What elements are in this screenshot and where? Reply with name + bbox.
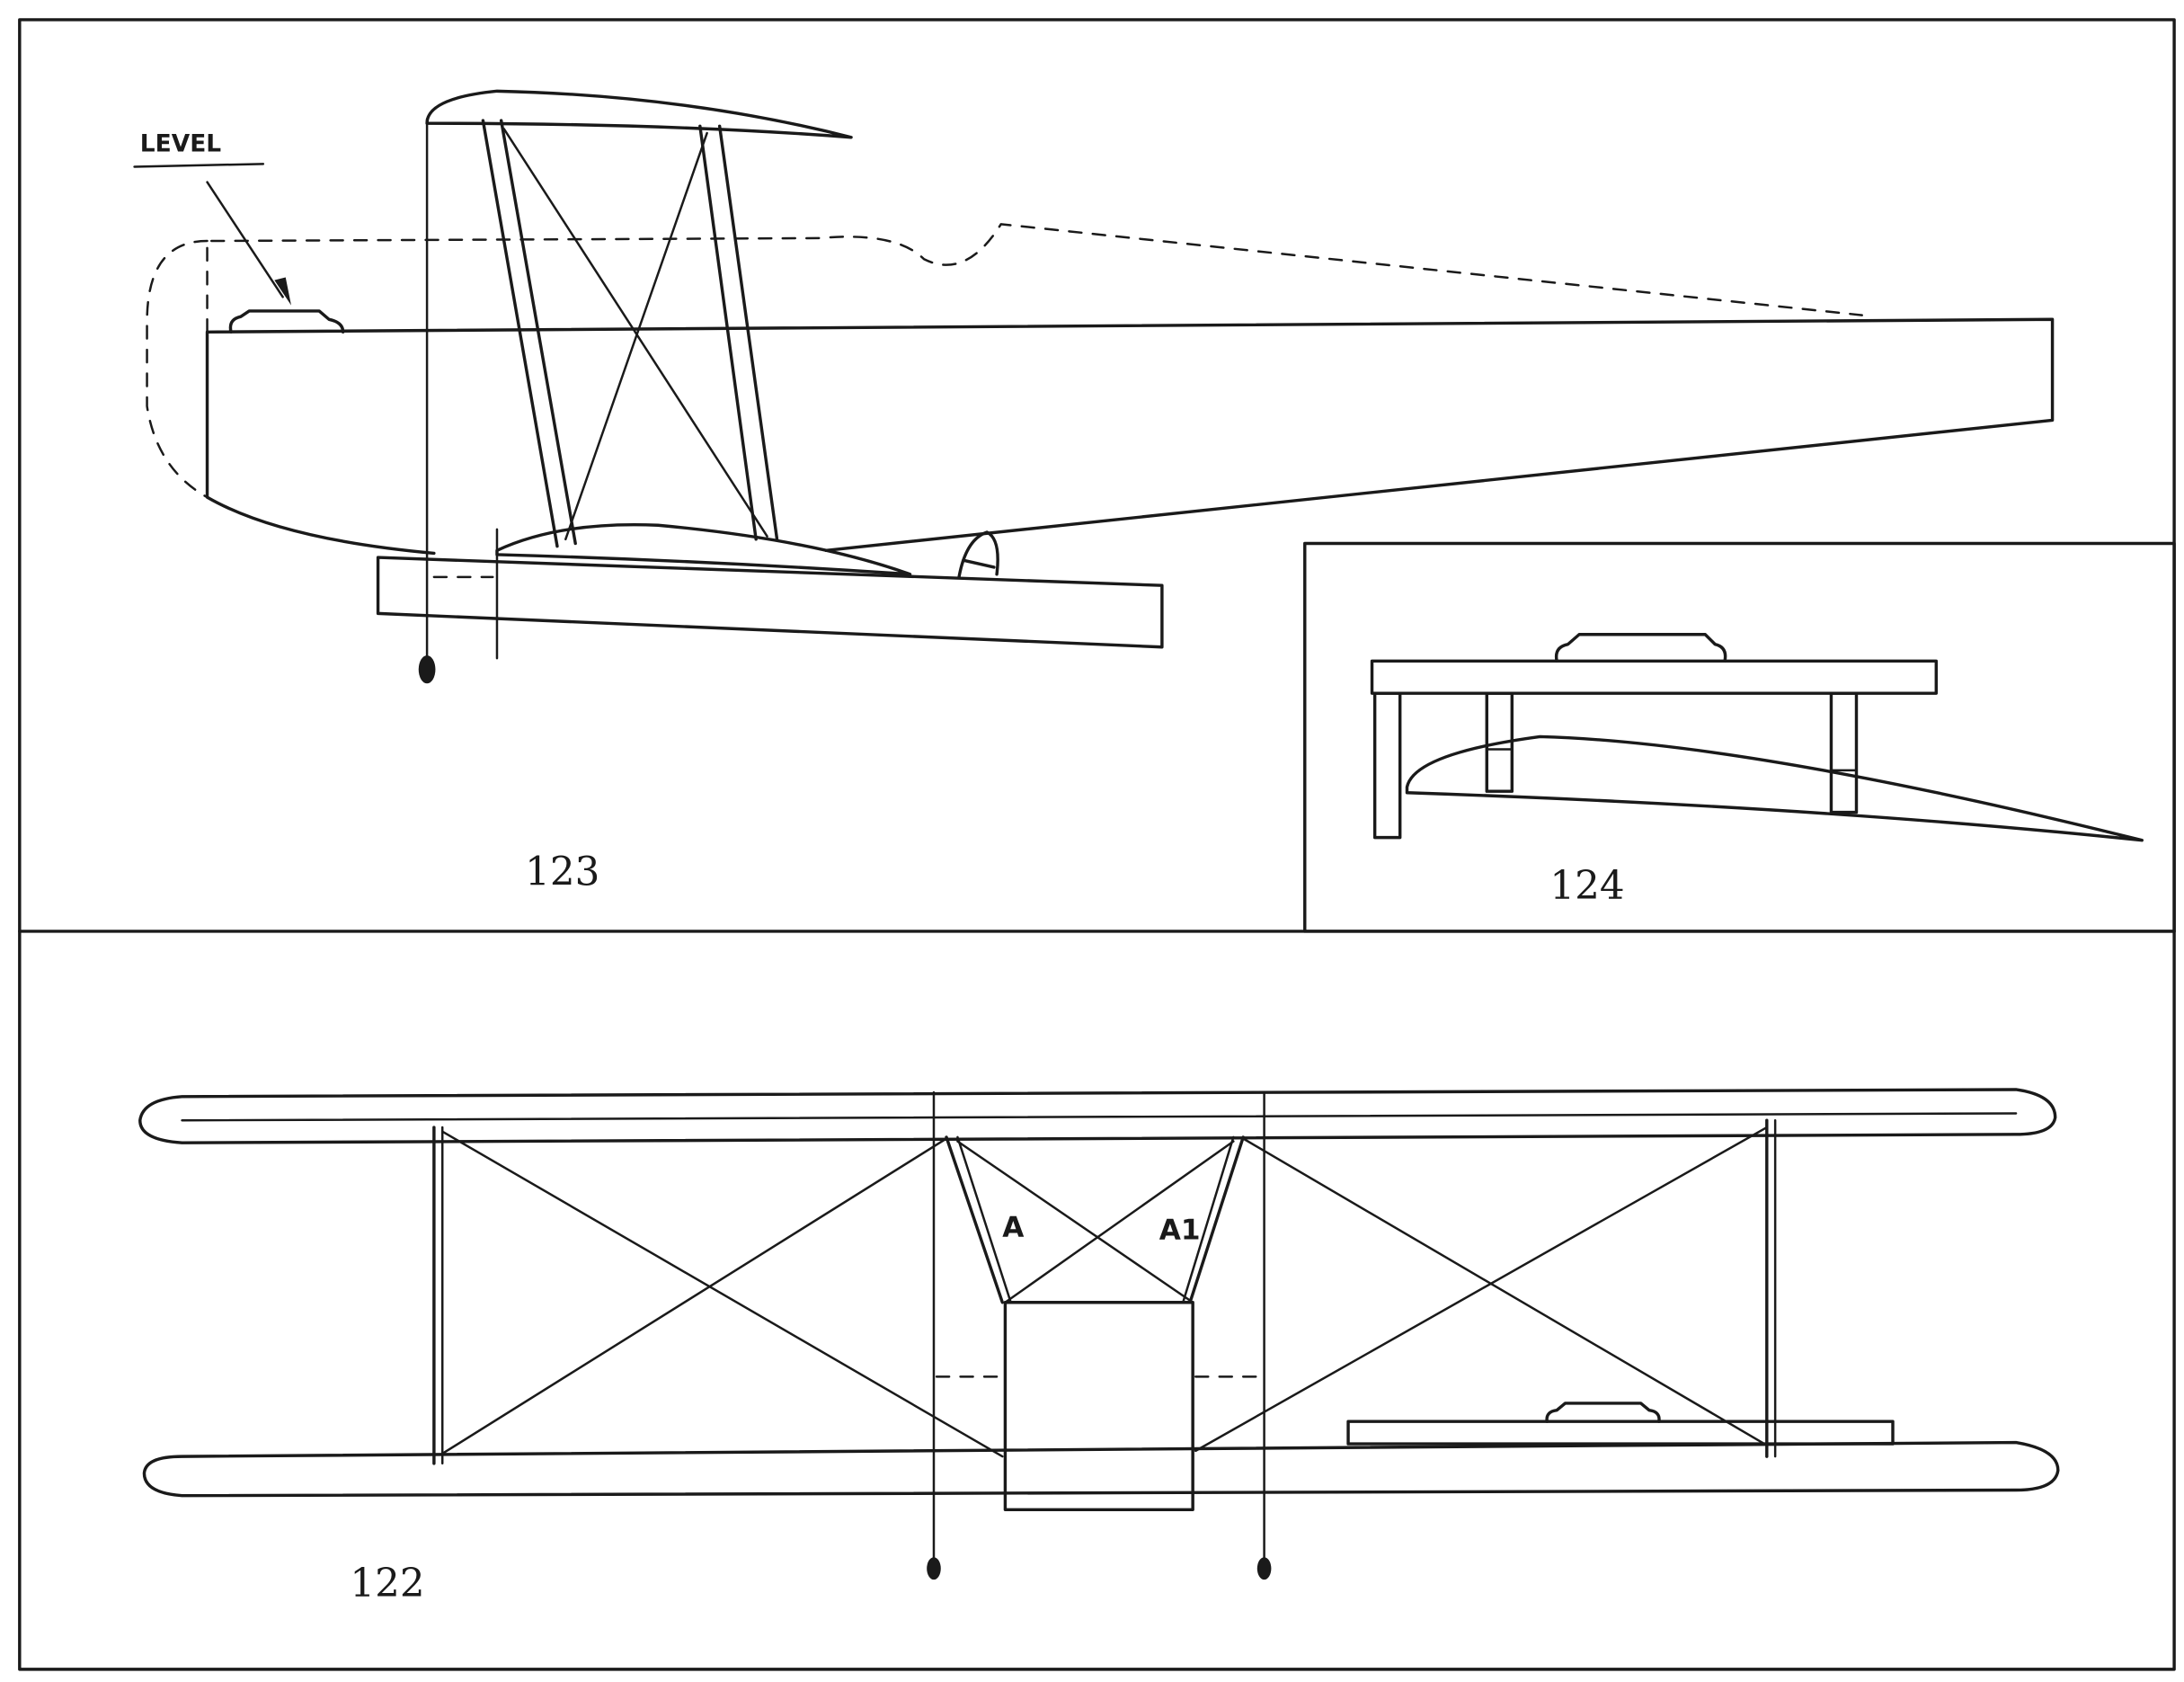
cabane-strut-right: [1188, 1135, 1245, 1304]
fig122-front-view: A A1 122: [138, 1088, 2060, 1606]
label-a: A: [1002, 1212, 1024, 1244]
bracing-wires: [440, 1126, 1769, 1458]
packing-block-rear: [1829, 691, 1859, 814]
cabane-strut-left: [945, 1135, 1005, 1304]
lower-wing-section: [495, 522, 912, 576]
board: [1370, 659, 1939, 695]
fig123-side-view: LEVEL 123: [133, 89, 2055, 895]
level-device: [1554, 633, 1727, 663]
fuselage-outline: [205, 317, 2055, 556]
arrow-head-icon: [274, 277, 291, 306]
upper-wing: [138, 1088, 2057, 1144]
level-label: LEVEL: [140, 129, 222, 157]
plumb-bob-right: [1256, 1557, 1272, 1580]
fuselage-dashed-outline: [146, 223, 1863, 499]
upper-wing-section: [425, 89, 853, 139]
board-on-lower-wing: [1346, 1419, 1895, 1446]
label-a1: A1: [1159, 1215, 1201, 1247]
tail-skid: [957, 530, 999, 579]
fig122-number: 122: [350, 1562, 424, 1606]
left-leg: [1372, 691, 1402, 840]
straight-edge-board: [376, 556, 1164, 649]
level-device: [1545, 1402, 1661, 1423]
plumb-bob-left: [927, 1557, 941, 1580]
fuselage-section: [1003, 1301, 1194, 1512]
fig124-panel: [1303, 541, 2176, 933]
fig124-number: 124: [1549, 864, 1624, 909]
interplane-struts: [481, 119, 779, 548]
fig123-number: 123: [525, 850, 599, 895]
fig124-wing-section-check: 124: [1370, 633, 2144, 909]
level-device: [228, 309, 345, 334]
level-arrow: [206, 181, 284, 298]
plumb-bob: [418, 655, 436, 684]
level-underline: [133, 163, 265, 168]
airfoil-section: [1405, 734, 2144, 842]
lower-wing: [142, 1440, 2060, 1498]
